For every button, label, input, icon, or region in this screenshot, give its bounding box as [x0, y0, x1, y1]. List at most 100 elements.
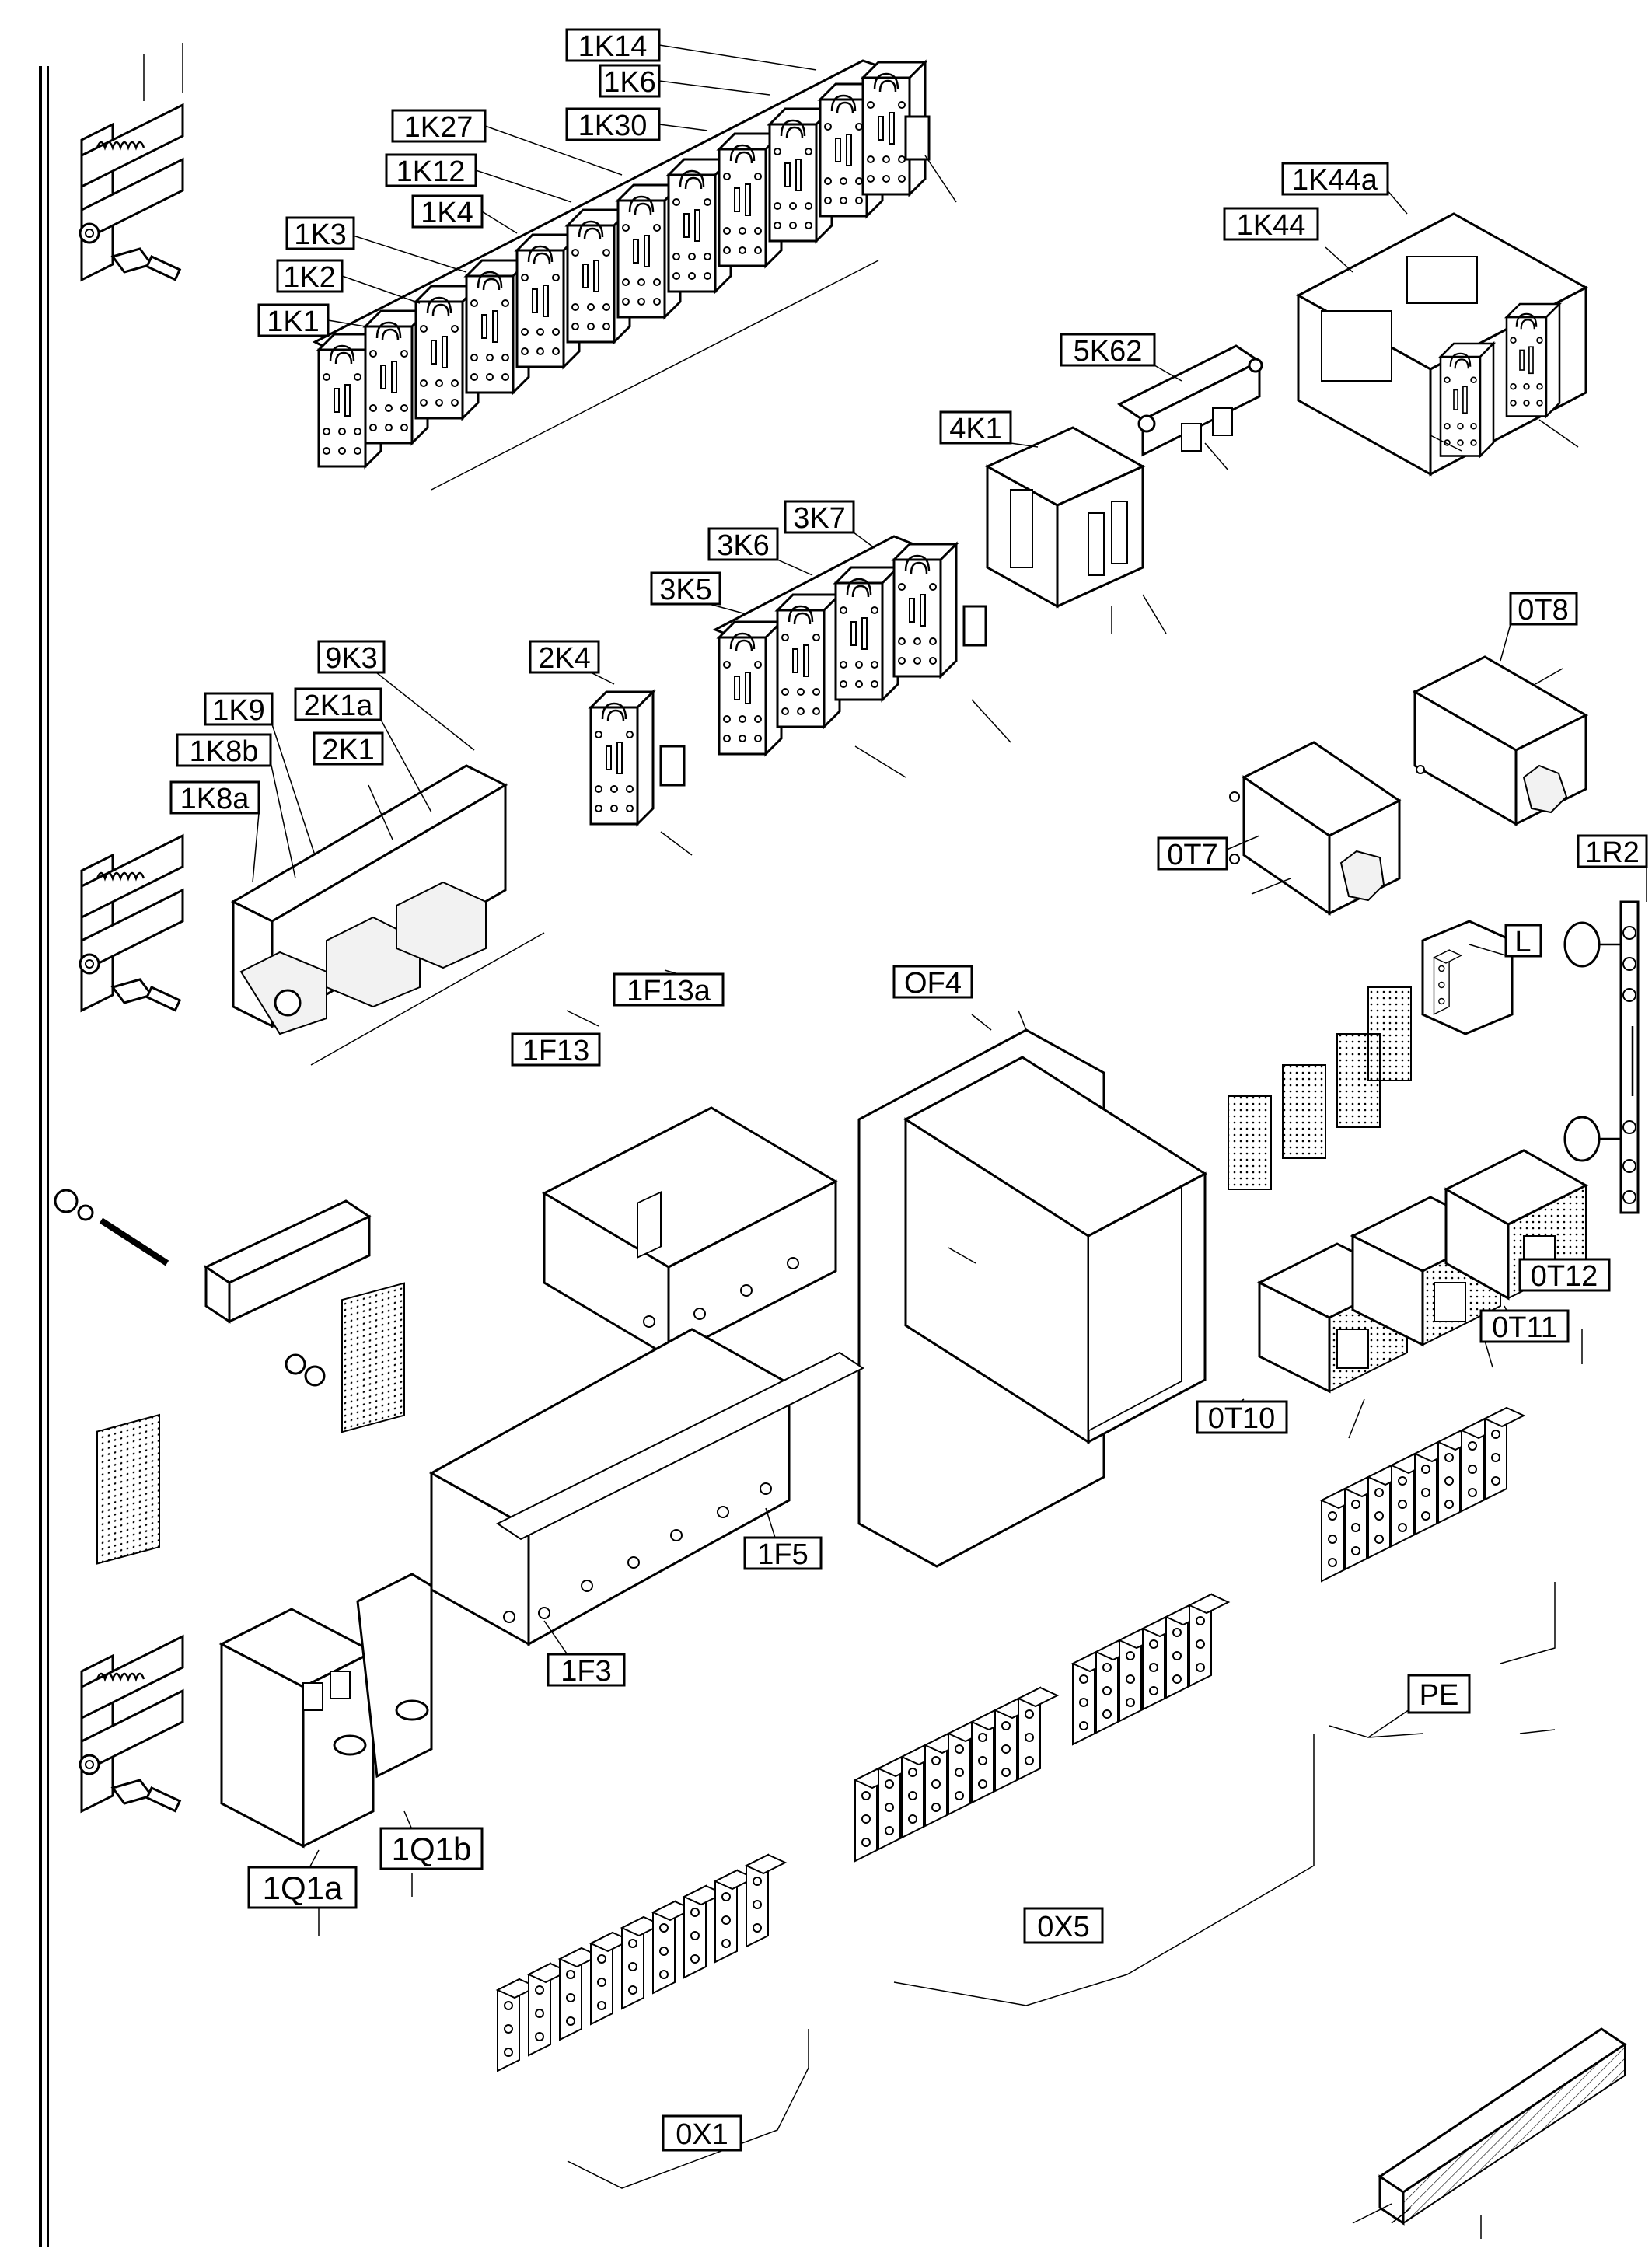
label-1k3-text: 1K3 [294, 218, 347, 251]
label-3k7: 3K7 [784, 500, 855, 535]
label-1k12: 1K12 [385, 153, 477, 188]
label-0x5-text: 0X5 [1037, 1911, 1090, 1943]
label-1q1b-text: 1Q1b [392, 1831, 472, 1867]
label-5k62: 5K62 [1060, 333, 1156, 368]
label-4k1-text: 4K1 [949, 413, 1002, 445]
label-l-text: L [1514, 926, 1531, 958]
label-pe: PE [1407, 1674, 1471, 1714]
label-1k8a-text: 1K8a [180, 783, 250, 815]
label-1k30: 1K30 [565, 107, 661, 142]
fuse-holder-1f13 [541, 1106, 839, 1359]
label-1k9-text: 1K9 [212, 694, 265, 727]
label-3k6-text: 3K6 [717, 529, 770, 562]
label-2k4: 2K4 [529, 640, 600, 675]
din-rail-bracket-bottom [79, 1635, 184, 1813]
label-0t11-text: 0T11 [1492, 1311, 1557, 1344]
cabinet-frame [39, 66, 49, 2247]
terminal-rail-0x1 [497, 1854, 809, 2189]
label-0t11: 0T11 [1479, 1309, 1570, 1344]
terminal-rail-0x5 [854, 1594, 1315, 2006]
label-1k1-text: 1K1 [267, 306, 320, 338]
label-1k44-text: 1K44 [1237, 209, 1306, 242]
label-l: L [1504, 924, 1542, 958]
label-3k6: 3K6 [707, 527, 779, 562]
label-2k4-text: 2K4 [538, 642, 591, 675]
label-2k1-text: 2K1 [322, 734, 375, 766]
label-1k14: 1K14 [565, 28, 661, 63]
din-rail-bracket-middle [79, 834, 184, 1012]
label-1k44: 1K44 [1223, 207, 1319, 242]
label-pe-text: PE [1420, 1679, 1459, 1712]
label-1k8b-text: 1K8b [190, 735, 259, 768]
breaker-group-1f [428, 1328, 864, 1646]
label-1k30-text: 1K30 [578, 110, 648, 142]
label-1r2-text: 1R2 [1585, 836, 1640, 869]
label-0t8-text: 0T8 [1518, 594, 1568, 627]
label-1f3-text: 1F3 [561, 1655, 611, 1688]
label-3k5-text: 3K5 [659, 574, 712, 606]
mounting-hardware [54, 1189, 405, 1565]
label-1k44a: 1K44a [1281, 162, 1389, 197]
label-2k1: 2K1 [313, 731, 384, 766]
label-3k7-text: 3K7 [793, 502, 846, 535]
label-5k62-text: 5K62 [1074, 335, 1143, 368]
label-of4-text: OF4 [904, 967, 962, 1000]
relay-sockets-1k8 [230, 764, 545, 1066]
label-1k4-text: 1K4 [421, 197, 473, 229]
label-1f5-text: 1F5 [757, 1538, 808, 1571]
label-3k5: 3K5 [650, 571, 721, 606]
label-2k1a: 2K1a [294, 687, 382, 722]
motor-protection-1q1 [218, 1573, 433, 1936]
label-1f13: 1F13 [511, 1032, 601, 1067]
label-1k6: 1K6 [599, 64, 661, 99]
label-9k3: 9K3 [317, 640, 386, 675]
label-9k3-text: 9K3 [325, 642, 378, 675]
label-1k44a-text: 1K44a [1292, 164, 1378, 197]
label-0x1-text: 0X1 [676, 2118, 728, 2151]
label-0t10: 0T10 [1196, 1400, 1288, 1435]
label-1f13a-text: 1F13a [627, 975, 711, 1007]
label-1k4: 1K4 [411, 194, 484, 229]
label-1k1: 1K1 [257, 303, 330, 338]
contactor-4k1 [984, 426, 1167, 634]
cable-duct [1352, 2027, 1627, 2239]
label-0t7-text: 0T7 [1167, 839, 1217, 871]
resistor-1r2 [1563, 900, 1640, 1214]
label-1r2: 1R2 [1577, 834, 1648, 869]
label-1k2: 1K2 [276, 259, 344, 294]
label-1k6-text: 1K6 [603, 66, 656, 99]
label-1k27-text: 1K27 [404, 111, 473, 144]
contactor-1k44 [1295, 212, 1589, 477]
label-1f5: 1F5 [743, 1536, 823, 1571]
label-0t10-text: 0T10 [1208, 1402, 1276, 1435]
relay-5k62 [1117, 344, 1263, 471]
label-1k12-text: 1K12 [396, 155, 466, 188]
din-rail-bracket-top [79, 43, 184, 281]
label-1f3: 1F3 [547, 1653, 626, 1688]
label-0x1: 0X1 [662, 2114, 742, 2152]
label-1q1a: 1Q1a [247, 1866, 358, 1909]
label-1q1a-text: 1Q1a [263, 1870, 343, 1906]
relay-group-3k [712, 535, 1011, 778]
label-2k1a-text: 2K1a [304, 690, 374, 722]
label-1k8b: 1K8b [176, 733, 272, 768]
relay-2k4 [589, 690, 693, 856]
label-1f13a: 1F13a [613, 972, 725, 1007]
label-1k9: 1K9 [204, 692, 274, 727]
transformer-0t7 [1229, 741, 1402, 916]
label-1k14-text: 1K14 [578, 30, 648, 63]
label-1q1b: 1Q1b [379, 1827, 484, 1870]
label-of4: OF4 [892, 965, 973, 1000]
label-0t8: 0T8 [1509, 592, 1578, 627]
label-1f13-text: 1F13 [522, 1035, 590, 1067]
transformer-0t8 [1412, 655, 1589, 826]
panel-of4 [857, 1010, 1207, 1568]
label-0t12: 0T12 [1518, 1258, 1611, 1293]
relay-row-1k [312, 59, 957, 491]
transformers-0t10-0t12 [1256, 1149, 1589, 1439]
label-4k1: 4K1 [939, 410, 1012, 445]
label-1k8a: 1K8a [169, 780, 260, 815]
label-1k3: 1K3 [285, 216, 355, 251]
label-0x5: 0X5 [1023, 1907, 1104, 1944]
